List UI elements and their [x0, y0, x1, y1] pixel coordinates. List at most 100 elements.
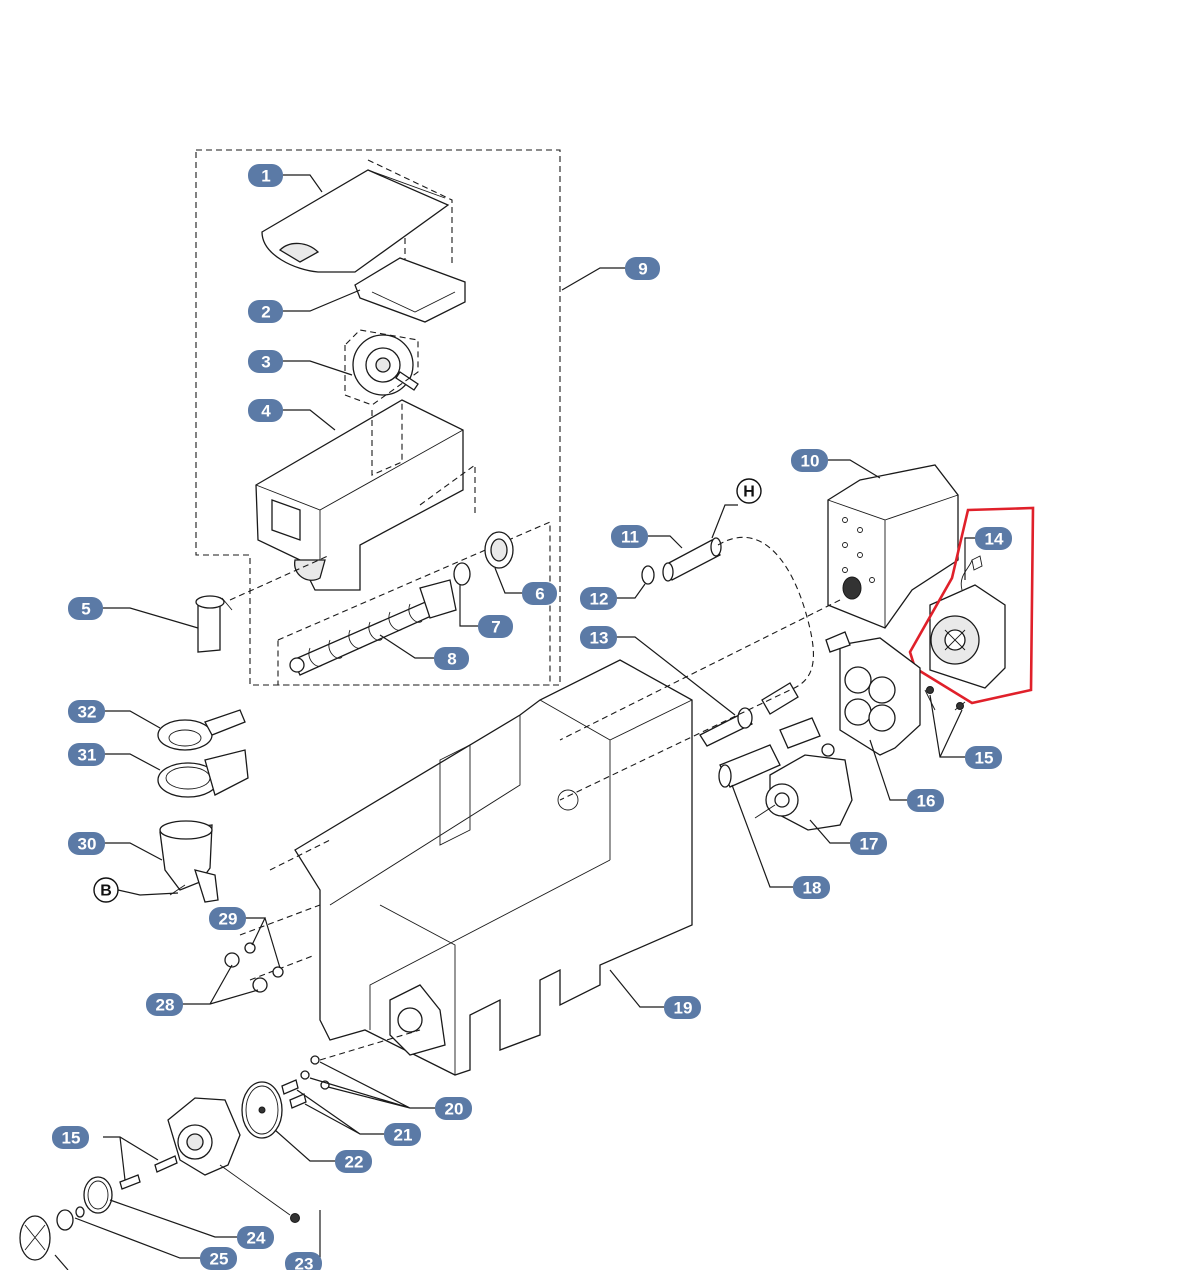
- svg-text:15: 15: [62, 1129, 81, 1148]
- svg-text:23: 23: [295, 1255, 314, 1270]
- svg-text:4: 4: [261, 402, 271, 421]
- svg-text:24: 24: [247, 1229, 266, 1248]
- part-lid-frame: [354, 257, 466, 323]
- part-screws-lower: [119, 1155, 178, 1190]
- svg-text:30: 30: [78, 835, 97, 854]
- assembly-9-boundary: [195, 149, 561, 686]
- badge-3: 3: [248, 350, 283, 373]
- svg-text:22: 22: [345, 1153, 364, 1172]
- part-screws-upper: [924, 686, 966, 711]
- part-gear-wheel: [344, 329, 419, 406]
- badge-30: 30: [68, 832, 105, 855]
- flow-line-h: [559, 536, 814, 801]
- part-outlet-spout: [195, 554, 331, 653]
- svg-text:9: 9: [638, 260, 647, 279]
- svg-text:3: 3: [261, 353, 270, 372]
- svg-text:17: 17: [860, 835, 879, 854]
- badge-28: 28: [146, 993, 183, 1016]
- part-hopper-box: [255, 399, 476, 591]
- svg-text:2: 2: [261, 303, 270, 322]
- label-b: B: [93, 877, 119, 903]
- label-h: H: [736, 478, 762, 504]
- svg-text:H: H: [743, 484, 755, 501]
- part-cap: [157, 709, 246, 751]
- badge-16: 16: [907, 789, 944, 812]
- badge-22: 22: [335, 1150, 372, 1173]
- svg-text:25: 25: [210, 1250, 229, 1269]
- part-pump: [754, 743, 853, 831]
- badge-17: 17: [850, 832, 887, 855]
- svg-text:16: 16: [917, 792, 936, 811]
- part-tube: [662, 537, 722, 582]
- part-hose: [718, 717, 821, 788]
- part-holder: [157, 749, 249, 798]
- badge-18: 18: [793, 876, 830, 899]
- part-lid: [261, 159, 453, 300]
- leader-lines: [54, 174, 975, 1270]
- badge-25: 25: [200, 1247, 237, 1270]
- badge-10: 10: [791, 449, 828, 472]
- svg-text:14: 14: [985, 530, 1004, 549]
- badge-29: 29: [209, 907, 246, 930]
- number-badges: 1 2 3 4 5 6 7 8 9 10 11 12 13 14 15 16 1…: [52, 164, 1012, 1270]
- part-seal-ring: [83, 1176, 113, 1214]
- badge-8: 8: [434, 647, 469, 670]
- badge-20: 20: [435, 1097, 472, 1120]
- fan-highlight-outline: [908, 506, 1035, 705]
- svg-text:8: 8: [447, 650, 456, 669]
- svg-text:19: 19: [674, 999, 693, 1018]
- badge-15-lower: 15: [52, 1126, 89, 1149]
- badge-7: 7: [478, 615, 513, 638]
- badge-2: 2: [248, 300, 283, 323]
- svg-text:12: 12: [590, 590, 609, 609]
- badge-13: 13: [580, 626, 617, 649]
- part-manifold: [825, 631, 921, 756]
- part-motor: [827, 464, 959, 629]
- part-main-frame: [239, 659, 693, 1076]
- badge-14: 14: [975, 527, 1012, 550]
- part-bushing: [56, 1206, 85, 1231]
- badge-23: 23: [285, 1252, 322, 1270]
- badge-32: 32: [68, 700, 105, 723]
- svg-text:7: 7: [491, 618, 500, 637]
- svg-text:11: 11: [621, 528, 639, 547]
- svg-text:29: 29: [219, 910, 238, 929]
- part-fan: [929, 555, 1006, 689]
- svg-text:32: 32: [78, 703, 97, 722]
- part-grinder-housing: [167, 1097, 300, 1223]
- flow-line-motor: [559, 599, 841, 741]
- svg-text:B: B: [100, 883, 112, 900]
- svg-text:5: 5: [81, 600, 90, 619]
- svg-text:13: 13: [590, 629, 609, 648]
- part-o-ring: [453, 562, 471, 586]
- part-grinder-chamber: [159, 820, 219, 903]
- badge-31: 31: [68, 743, 105, 766]
- badge-12: 12: [580, 587, 617, 610]
- badge-6: 6: [522, 582, 557, 605]
- svg-text:10: 10: [801, 452, 820, 471]
- badge-21: 21: [384, 1123, 421, 1146]
- badge-24: 24: [237, 1226, 274, 1249]
- svg-text:18: 18: [803, 879, 822, 898]
- svg-text:1: 1: [261, 167, 270, 186]
- part-clip: [641, 565, 655, 585]
- badge-19: 19: [664, 996, 701, 1019]
- svg-text:15: 15: [975, 749, 994, 768]
- badge-5: 5: [68, 597, 103, 620]
- svg-text:20: 20: [445, 1100, 464, 1119]
- badge-4: 4: [248, 399, 283, 422]
- svg-text:6: 6: [535, 585, 544, 604]
- svg-text:31: 31: [78, 746, 97, 765]
- part-side-screws: [224, 942, 284, 993]
- part-auger-screw: [289, 579, 457, 676]
- svg-text:28: 28: [156, 996, 175, 1015]
- badge-15-upper: 15: [965, 746, 1002, 769]
- svg-text:21: 21: [394, 1126, 413, 1145]
- badge-9: 9: [625, 257, 660, 280]
- part-nut: [484, 531, 514, 569]
- part-knob: [19, 1215, 51, 1261]
- badge-1: 1: [248, 164, 283, 187]
- part-gear-disc: [241, 1081, 283, 1139]
- badge-11: 11: [611, 525, 648, 548]
